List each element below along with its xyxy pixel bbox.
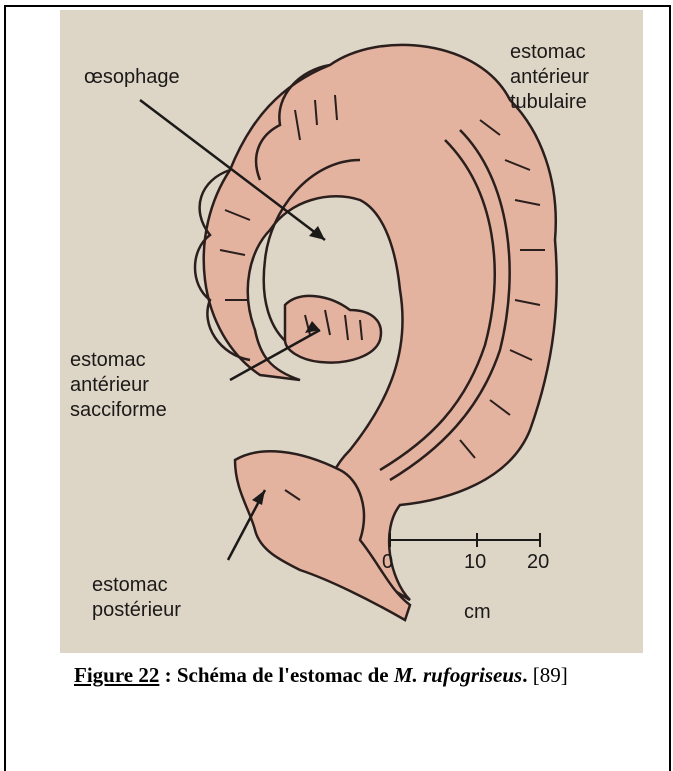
stomach-diagram: œsophage estomac antérieur tubulaire est… bbox=[60, 10, 643, 653]
caption-figure-ref: Figure 22 bbox=[74, 663, 159, 687]
label-oesophage: œsophage bbox=[84, 65, 180, 90]
arrowhead-oesophage bbox=[309, 226, 325, 240]
scale-tick-10: 10 bbox=[464, 550, 486, 575]
caption-citation: [89] bbox=[527, 663, 567, 687]
scale-tick-20: 20 bbox=[527, 550, 549, 575]
caption-title: : Schéma de l'estomac de bbox=[159, 663, 393, 687]
figure-caption: Figure 22 : Schéma de l'estomac de M. ru… bbox=[74, 663, 568, 688]
label-sacciform-anterior-stomach: estomac antérieur sacciforme bbox=[70, 348, 167, 423]
scale-unit: cm bbox=[464, 600, 491, 625]
label-posterior-stomach: estomac postérieur bbox=[92, 573, 181, 623]
label-tubular-anterior-stomach: estomac antérieur tubulaire bbox=[510, 40, 589, 115]
scale-bar bbox=[390, 533, 540, 547]
caption-species: M. rufogriseus bbox=[394, 663, 522, 687]
scale-tick-0: 0 bbox=[382, 550, 393, 575]
sacciform-stomach-shape bbox=[285, 296, 381, 363]
